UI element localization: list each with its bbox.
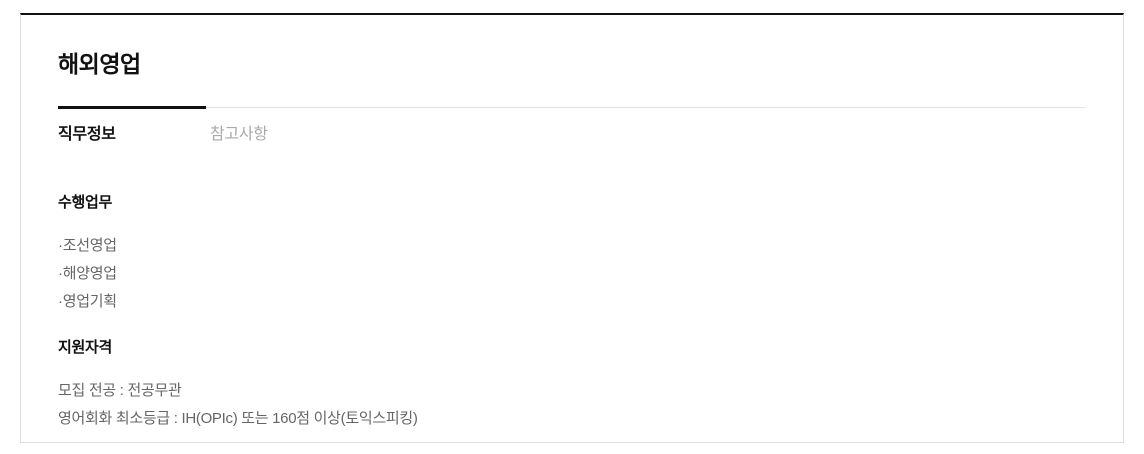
duty-item: ·조선영업 [58, 237, 117, 254]
job-detail-card: 해외영업 직무정보 참고사항 수행업무 ·조선영업 ·해양영업 ·영업기획 지원… [20, 13, 1124, 443]
page-title: 해외영업 [58, 51, 141, 77]
tab-reference-notes[interactable]: 참고사항 [210, 108, 362, 144]
tab-job-info-label: 직무정보 [58, 126, 116, 143]
section-qualifications-heading: 지원자격 [58, 339, 113, 356]
tab-job-info[interactable]: 직무정보 [58, 106, 210, 144]
tab-bar: 직무정보 참고사항 [58, 106, 1085, 144]
tab-reference-notes-label: 참고사항 [210, 126, 268, 143]
qualification-item: 영어회화 최소등급 : IH(OPIc) 또는 160점 이상(토익스피킹) [58, 410, 418, 427]
section-qualifications: 지원자격 모집 전공 : 전공무관 영어회화 최소등급 : IH(OPIc) 또… [58, 336, 1085, 433]
section-duties-heading: 수행업무 [58, 194, 113, 211]
qualification-item: 모집 전공 : 전공무관 [58, 382, 182, 399]
duty-item: ·영업기획 [58, 293, 117, 310]
duty-item: ·해양영업 [58, 265, 117, 282]
section-duties: 수행업무 ·조선영업 ·해양영업 ·영업기획 [58, 191, 1085, 316]
tab-panel-job-info: 수행업무 ·조선영업 ·해양영업 ·영업기획 지원자격 모집 전공 : 전공무관… [58, 191, 1085, 433]
